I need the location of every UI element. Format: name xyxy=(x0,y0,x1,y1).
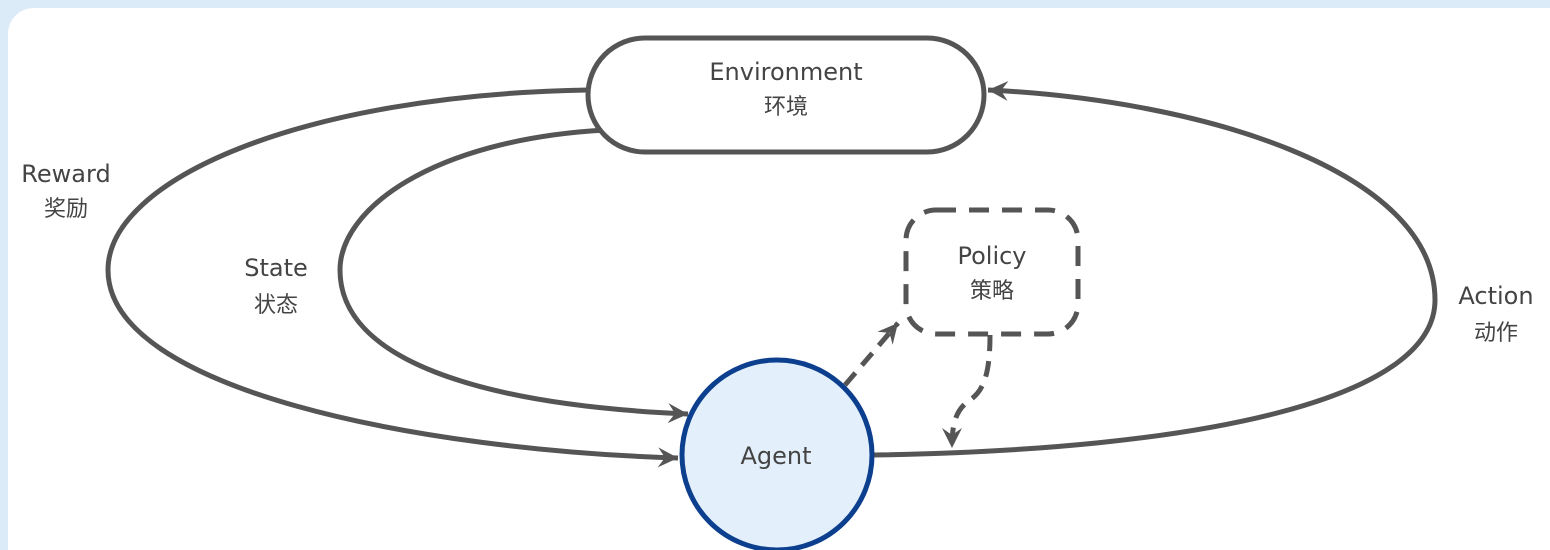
reward-edge xyxy=(105,87,679,468)
agent-label: Agent xyxy=(740,442,811,470)
environment-label: Environment xyxy=(709,58,862,86)
agent-to-policy-edge xyxy=(843,321,900,387)
policy-node: Policy 策略 xyxy=(903,207,1081,337)
state-label-zh: 状态 xyxy=(254,293,298,318)
policy-to-action-edge xyxy=(942,334,993,449)
policy-label: Policy xyxy=(957,242,1026,270)
action-edge xyxy=(872,80,1438,458)
agent-node: Agent xyxy=(679,357,875,550)
action-label: Action xyxy=(1458,282,1533,310)
action-label-zh: 动作 xyxy=(1474,321,1518,346)
state-edge xyxy=(337,127,689,424)
state-label: State xyxy=(244,254,308,282)
environment-label-zh: 环境 xyxy=(764,95,808,120)
environment-node: Environment 环境 xyxy=(585,35,987,155)
policy-label-zh: 策略 xyxy=(970,279,1014,304)
reward-label-zh: 奖励 xyxy=(44,197,88,222)
reward-label: Reward xyxy=(21,160,110,188)
